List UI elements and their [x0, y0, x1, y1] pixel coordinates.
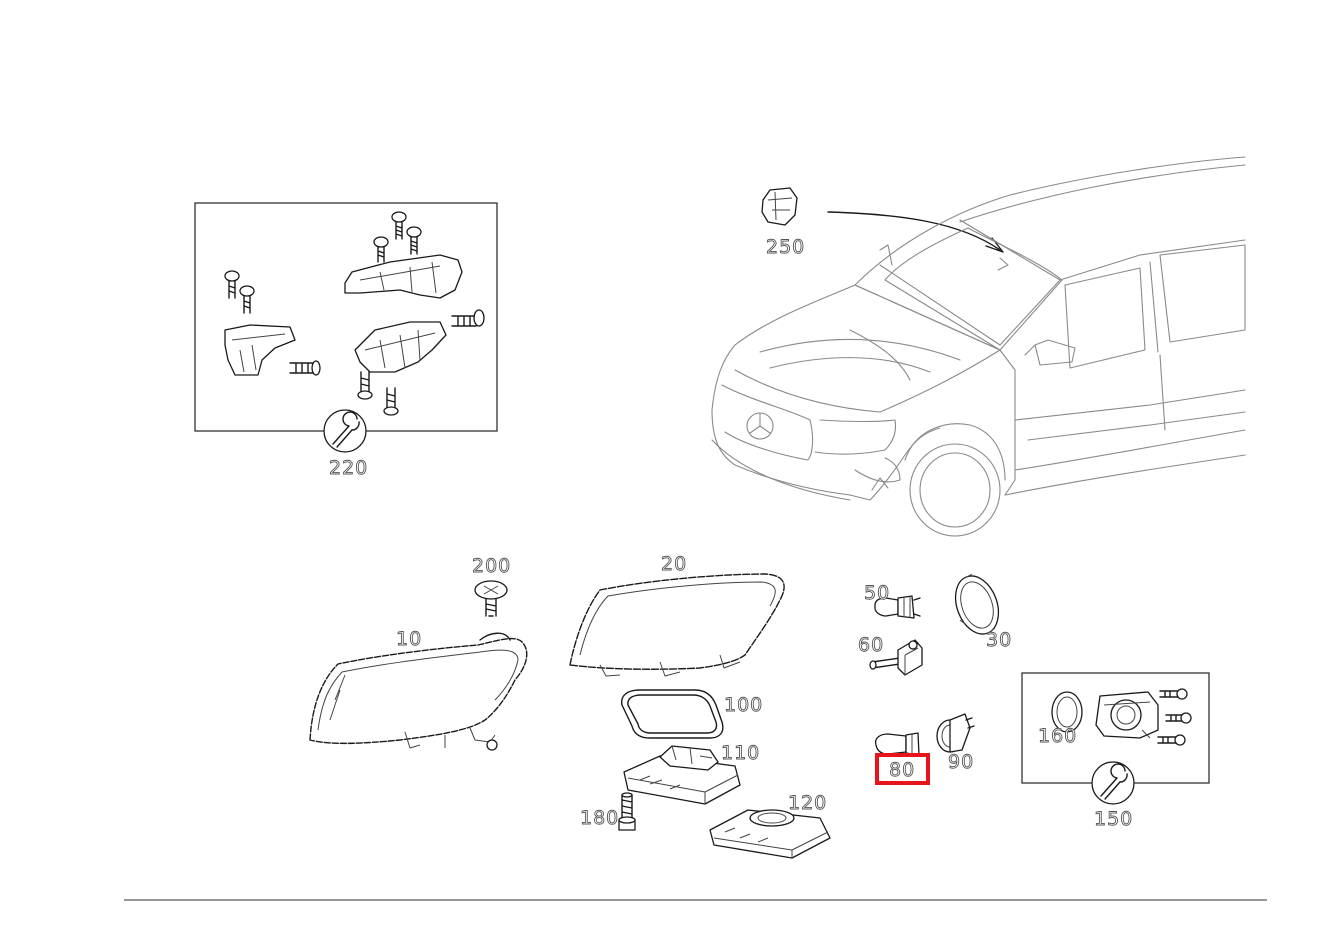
part-20-cover-lens — [569, 573, 785, 677]
callout-90: 90 — [948, 751, 974, 773]
callout-20: 20 — [661, 553, 687, 575]
callout-220: 220 — [329, 457, 368, 479]
screw-set-top — [373, 211, 422, 263]
callout-250: 250 — [766, 236, 805, 258]
part-90-socket — [936, 713, 975, 753]
callout-150: 150 — [1094, 808, 1133, 830]
arrow-250 — [827, 211, 1001, 251]
part-180-screw — [618, 792, 636, 831]
bracket-left — [224, 324, 296, 376]
part-80-bulb — [874, 732, 920, 756]
part-30-cap — [954, 573, 1000, 635]
callout-200: 200 — [472, 555, 511, 577]
kit-220-group — [194, 202, 498, 453]
part-60-bulb — [869, 639, 923, 676]
part-120-ballast — [709, 809, 831, 859]
callout-160: 160 — [1038, 725, 1077, 747]
callout-100: 100 — [724, 694, 763, 716]
part-250-sensor — [761, 187, 798, 226]
callout-120: 120 — [788, 792, 827, 814]
wrench-icon — [323, 409, 367, 453]
callout-10: 10 — [396, 628, 422, 650]
callout-60: 60 — [858, 634, 884, 656]
part-110-control-unit — [623, 745, 741, 805]
bracket-upper — [344, 254, 463, 299]
highlight-box-80 — [875, 753, 930, 785]
callout-180: 180 — [580, 807, 619, 829]
car-illustration — [711, 156, 1246, 537]
kit-150-group — [1021, 672, 1210, 805]
part-10-headlamp — [309, 632, 528, 751]
part-250-group — [761, 187, 1004, 253]
callout-110: 110 — [721, 742, 760, 764]
kit-220-box — [194, 202, 498, 432]
part-50-bulb — [874, 595, 921, 619]
callout-30: 30 — [986, 629, 1012, 651]
callout-80[interactable]: 80 — [889, 759, 915, 782]
callout-50: 50 — [864, 582, 890, 604]
part-200-screw — [474, 580, 508, 617]
bracket-middle — [354, 321, 447, 373]
wrench-icon — [1091, 761, 1135, 805]
part-100-gasket — [621, 689, 724, 739]
